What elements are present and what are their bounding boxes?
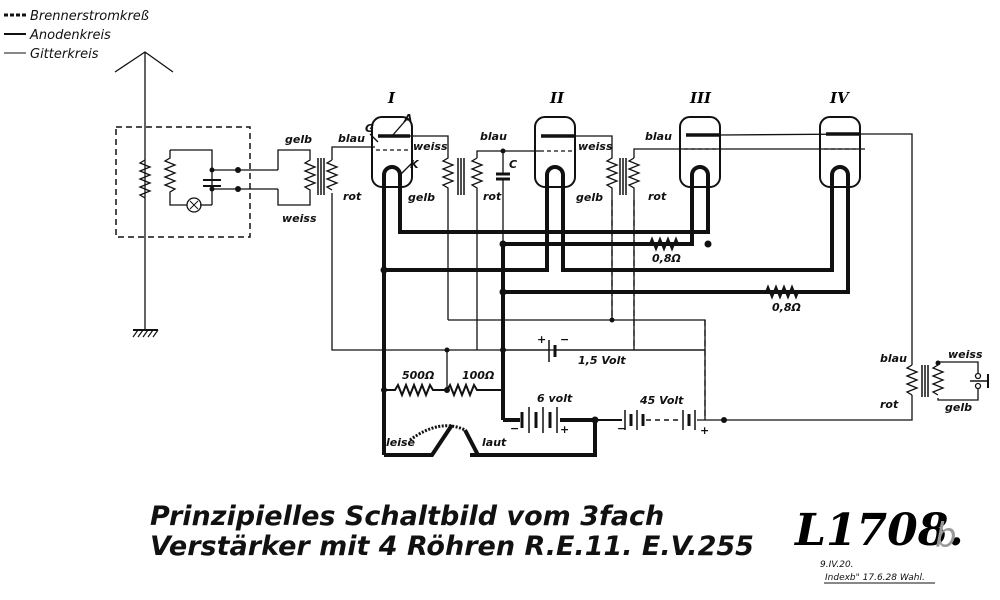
wire-label: rot xyxy=(880,398,899,411)
wire-label: gelb xyxy=(285,133,312,146)
resistor-label: 0,8Ω xyxy=(772,301,801,314)
resistor-500-ohm-icon xyxy=(384,382,447,398)
date-stamp: 9.IV.20. xyxy=(820,560,854,570)
wire-label: weiss xyxy=(413,140,448,153)
wire-label: gelb xyxy=(408,191,435,204)
output-anode-wire xyxy=(719,133,913,365)
wire-label: blau xyxy=(880,352,907,365)
antenna-icon xyxy=(114,51,174,330)
resistor-label: 100Ω xyxy=(462,369,494,382)
resistor-0-8-ohm-1-icon xyxy=(620,236,692,252)
heater-wiring xyxy=(380,187,850,457)
minus-sign: − xyxy=(617,422,626,435)
ground-icon xyxy=(132,329,159,338)
minus-sign: − xyxy=(510,422,519,435)
resistor-label: 500Ω xyxy=(402,369,434,382)
tube-numeral: IV xyxy=(829,89,850,107)
interstage-transformer-2-icon xyxy=(575,135,865,350)
tube-1 xyxy=(369,116,413,188)
resistor-label: 0,8Ω xyxy=(652,252,681,265)
document-suffix: b xyxy=(935,516,957,556)
legend: Brennerstromkreß Anodenkreis Gitterkreis xyxy=(4,9,149,62)
tuned-circuit-coil-icon xyxy=(163,149,213,206)
legend-label-anode: Anodenkreis xyxy=(29,28,111,43)
battery-label: 1,5 Volt xyxy=(578,354,626,367)
tube-4 xyxy=(819,116,861,188)
legend-label-grid: Gitterkreis xyxy=(30,47,99,62)
index-stamp: Indexb" 17.6.28 Wahl. xyxy=(825,573,925,583)
resistor-0-8-ohm-2-icon xyxy=(760,284,848,300)
wire-label: weiss xyxy=(282,212,317,225)
tube-2 xyxy=(534,116,576,188)
plus-sign: + xyxy=(700,424,709,437)
title-line-1: Prinzipielles Schaltbild vom 3fach xyxy=(150,501,664,532)
wire-label: rot xyxy=(343,190,362,203)
plus-sign: + xyxy=(537,333,546,346)
cathode-label: K xyxy=(410,158,420,171)
volume-high-label: laut xyxy=(482,436,507,449)
wire-label: blau xyxy=(338,132,365,145)
legend-label-heater: Brennerstromkreß xyxy=(30,9,149,24)
wire-label: gelb xyxy=(945,401,972,414)
battery-45v-end-icon xyxy=(682,410,696,430)
wire-label: weiss xyxy=(578,140,613,153)
resistor-100-ohm-icon xyxy=(446,382,503,398)
antenna-coil-icon xyxy=(138,159,152,199)
plus-sign: + xyxy=(560,423,569,436)
input-transformer-icon xyxy=(277,149,339,206)
output-transformer-icon xyxy=(905,360,982,401)
anode-label: A xyxy=(403,112,413,125)
volume-low-label: leise xyxy=(386,436,416,449)
battery-label: 45 Volt xyxy=(639,394,684,407)
wire-label: gelb xyxy=(576,191,603,204)
battery-45v-icon xyxy=(624,410,645,430)
interstage-transformer-1-icon xyxy=(410,135,540,350)
battery-label: 6 volt xyxy=(537,392,573,405)
detector-box xyxy=(115,126,251,238)
minus-sign: − xyxy=(560,333,569,346)
wire-label: rot xyxy=(648,190,667,203)
battery-6v-icon xyxy=(520,407,558,433)
document-number: L1708. xyxy=(793,505,964,556)
grid-label: G xyxy=(365,122,374,135)
tube-numeral: I xyxy=(387,89,396,107)
wire-label: weiss xyxy=(948,348,983,361)
wire-label: blau xyxy=(645,130,672,143)
tube-3 xyxy=(679,116,721,188)
tube-numeral: II xyxy=(549,89,565,107)
capacitor-label: C xyxy=(509,158,517,171)
wire-label: rot xyxy=(483,190,502,203)
crystal-detector-icon xyxy=(186,197,202,213)
volume-rheostat-icon[interactable] xyxy=(409,423,560,457)
wire-label: blau xyxy=(480,130,507,143)
title-line-2: Verstärker mit 4 Röhren R.E.11. E.V.255 xyxy=(150,531,754,562)
tube-numeral: III xyxy=(689,89,712,107)
